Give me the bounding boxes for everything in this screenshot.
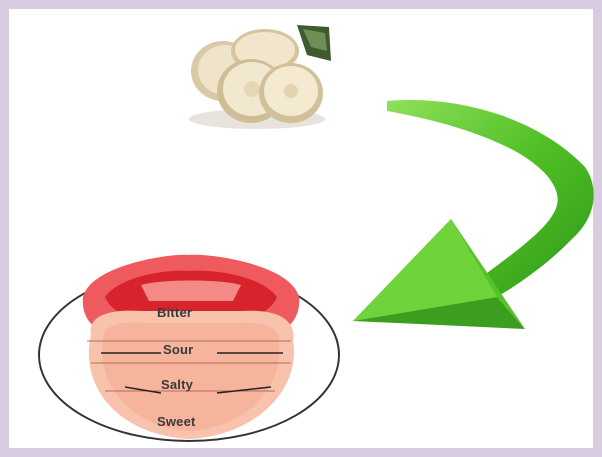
label-sour: Sour (163, 342, 193, 357)
label-salty: Salty (161, 377, 193, 392)
label-bitter: Bitter (157, 305, 192, 320)
curved-arrow-icon (347, 97, 602, 369)
root-slices-image (179, 21, 333, 133)
label-sweet: Sweet (157, 414, 196, 429)
diagram-canvas: Bitter Sour Salty Sweet (9, 9, 593, 448)
